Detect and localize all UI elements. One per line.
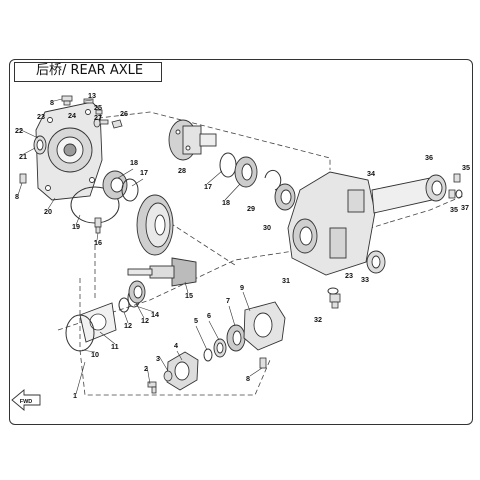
seat-9 [243, 301, 286, 351]
callout-18-b: 18 [222, 198, 230, 207]
bearing-13 [128, 280, 146, 304]
gasket-11 [79, 302, 117, 343]
bolt-2 [147, 381, 157, 394]
callout-11: 11 [111, 342, 119, 351]
callout-23-cover: 23 [37, 112, 45, 121]
callout-16: 16 [94, 238, 102, 247]
fwd-label: FWD [20, 399, 33, 405]
main-housing-31 [287, 171, 376, 276]
callout-17-b: 17 [204, 182, 212, 191]
oil-seal-33 [366, 250, 386, 274]
ring-5 [203, 348, 213, 362]
callouts: 1 2 3 4 5 6 7 8 8 8 9 10 11 12 12 13 14 … [15, 91, 470, 400]
callout-20: 20 [44, 207, 52, 216]
ring-17-right [219, 152, 237, 178]
title-box [14, 62, 162, 82]
callout-25: 25 [94, 103, 102, 112]
callout-6: 6 [207, 311, 211, 320]
callout-5: 5 [194, 316, 198, 325]
callout-8-lower: 8 [246, 374, 250, 383]
callout-14: 14 [151, 310, 159, 319]
callout-19: 19 [72, 222, 80, 231]
callout-31: 31 [282, 276, 290, 285]
nut-3 [163, 370, 173, 382]
callout-32: 32 [314, 315, 322, 324]
callout-35-top: 35 [462, 163, 470, 172]
axle-tube-34 [371, 177, 433, 214]
callout-8-left: 8 [15, 192, 19, 201]
bearing-18-cover [102, 170, 128, 200]
callout-36: 36 [425, 153, 433, 162]
ring-17-cover [121, 178, 139, 202]
oring-10 [65, 314, 95, 352]
forward-arrow-icon: FWD [11, 389, 41, 411]
callout-8-top: 8 [50, 98, 54, 107]
callout-21: 21 [19, 152, 27, 161]
callout-37: 37 [461, 203, 469, 212]
callout-7: 7 [226, 296, 230, 305]
rear-cover-housing [35, 101, 103, 201]
ring-gear [136, 194, 174, 256]
callout-23-housing: 23 [345, 271, 353, 280]
bolt-8-left [19, 173, 27, 184]
seal-36 [425, 174, 447, 202]
callout-24: 24 [68, 111, 76, 120]
callout-17-a: 17 [140, 168, 148, 177]
callout-12-b: 12 [141, 316, 149, 325]
callout-13: 13 [88, 91, 96, 100]
pinion-gear [127, 257, 197, 287]
callout-10: 10 [91, 350, 99, 359]
callout-15: 15 [185, 291, 193, 300]
callout-9: 9 [240, 283, 244, 292]
callout-18-a: 18 [130, 158, 138, 167]
callout-1: 1 [73, 391, 77, 400]
assembly-outline [57, 111, 466, 396]
bolt-16 [94, 217, 102, 234]
flange-4 [166, 351, 199, 391]
seal-ring-21 [33, 135, 47, 155]
callout-22: 22 [15, 126, 23, 135]
bolt-8-lower [259, 357, 267, 369]
washer-37 [455, 189, 463, 199]
washer-23 [327, 287, 339, 295]
callout-28: 28 [178, 166, 186, 175]
bolt-8-top [61, 95, 73, 106]
plug-32 [329, 293, 341, 309]
callout-27: 27 [94, 113, 102, 122]
washer-6 [213, 338, 227, 358]
callout-29: 29 [247, 204, 255, 213]
callout-2: 2 [144, 364, 148, 373]
bolt-35-top [453, 173, 461, 183]
bolt-35-bottom [448, 189, 456, 199]
bearing-30 [274, 183, 296, 211]
leader-lines [17, 98, 263, 395]
bearing-7 [226, 324, 246, 352]
callout-30: 30 [263, 223, 271, 232]
callout-12-a: 12 [124, 321, 132, 330]
ring-12 [118, 297, 130, 313]
callout-4: 4 [174, 341, 178, 350]
pin-parts [83, 98, 123, 129]
callout-33: 33 [361, 275, 369, 284]
callout-26: 26 [120, 109, 128, 118]
page-title: 后桥/ REAR AXLE [36, 63, 144, 78]
callout-34: 34 [367, 169, 375, 178]
callout-35-bottom: 35 [450, 205, 458, 214]
bearing-18-right [234, 156, 258, 188]
callout-3: 3 [156, 354, 160, 363]
differential-case-28 [168, 119, 217, 161]
